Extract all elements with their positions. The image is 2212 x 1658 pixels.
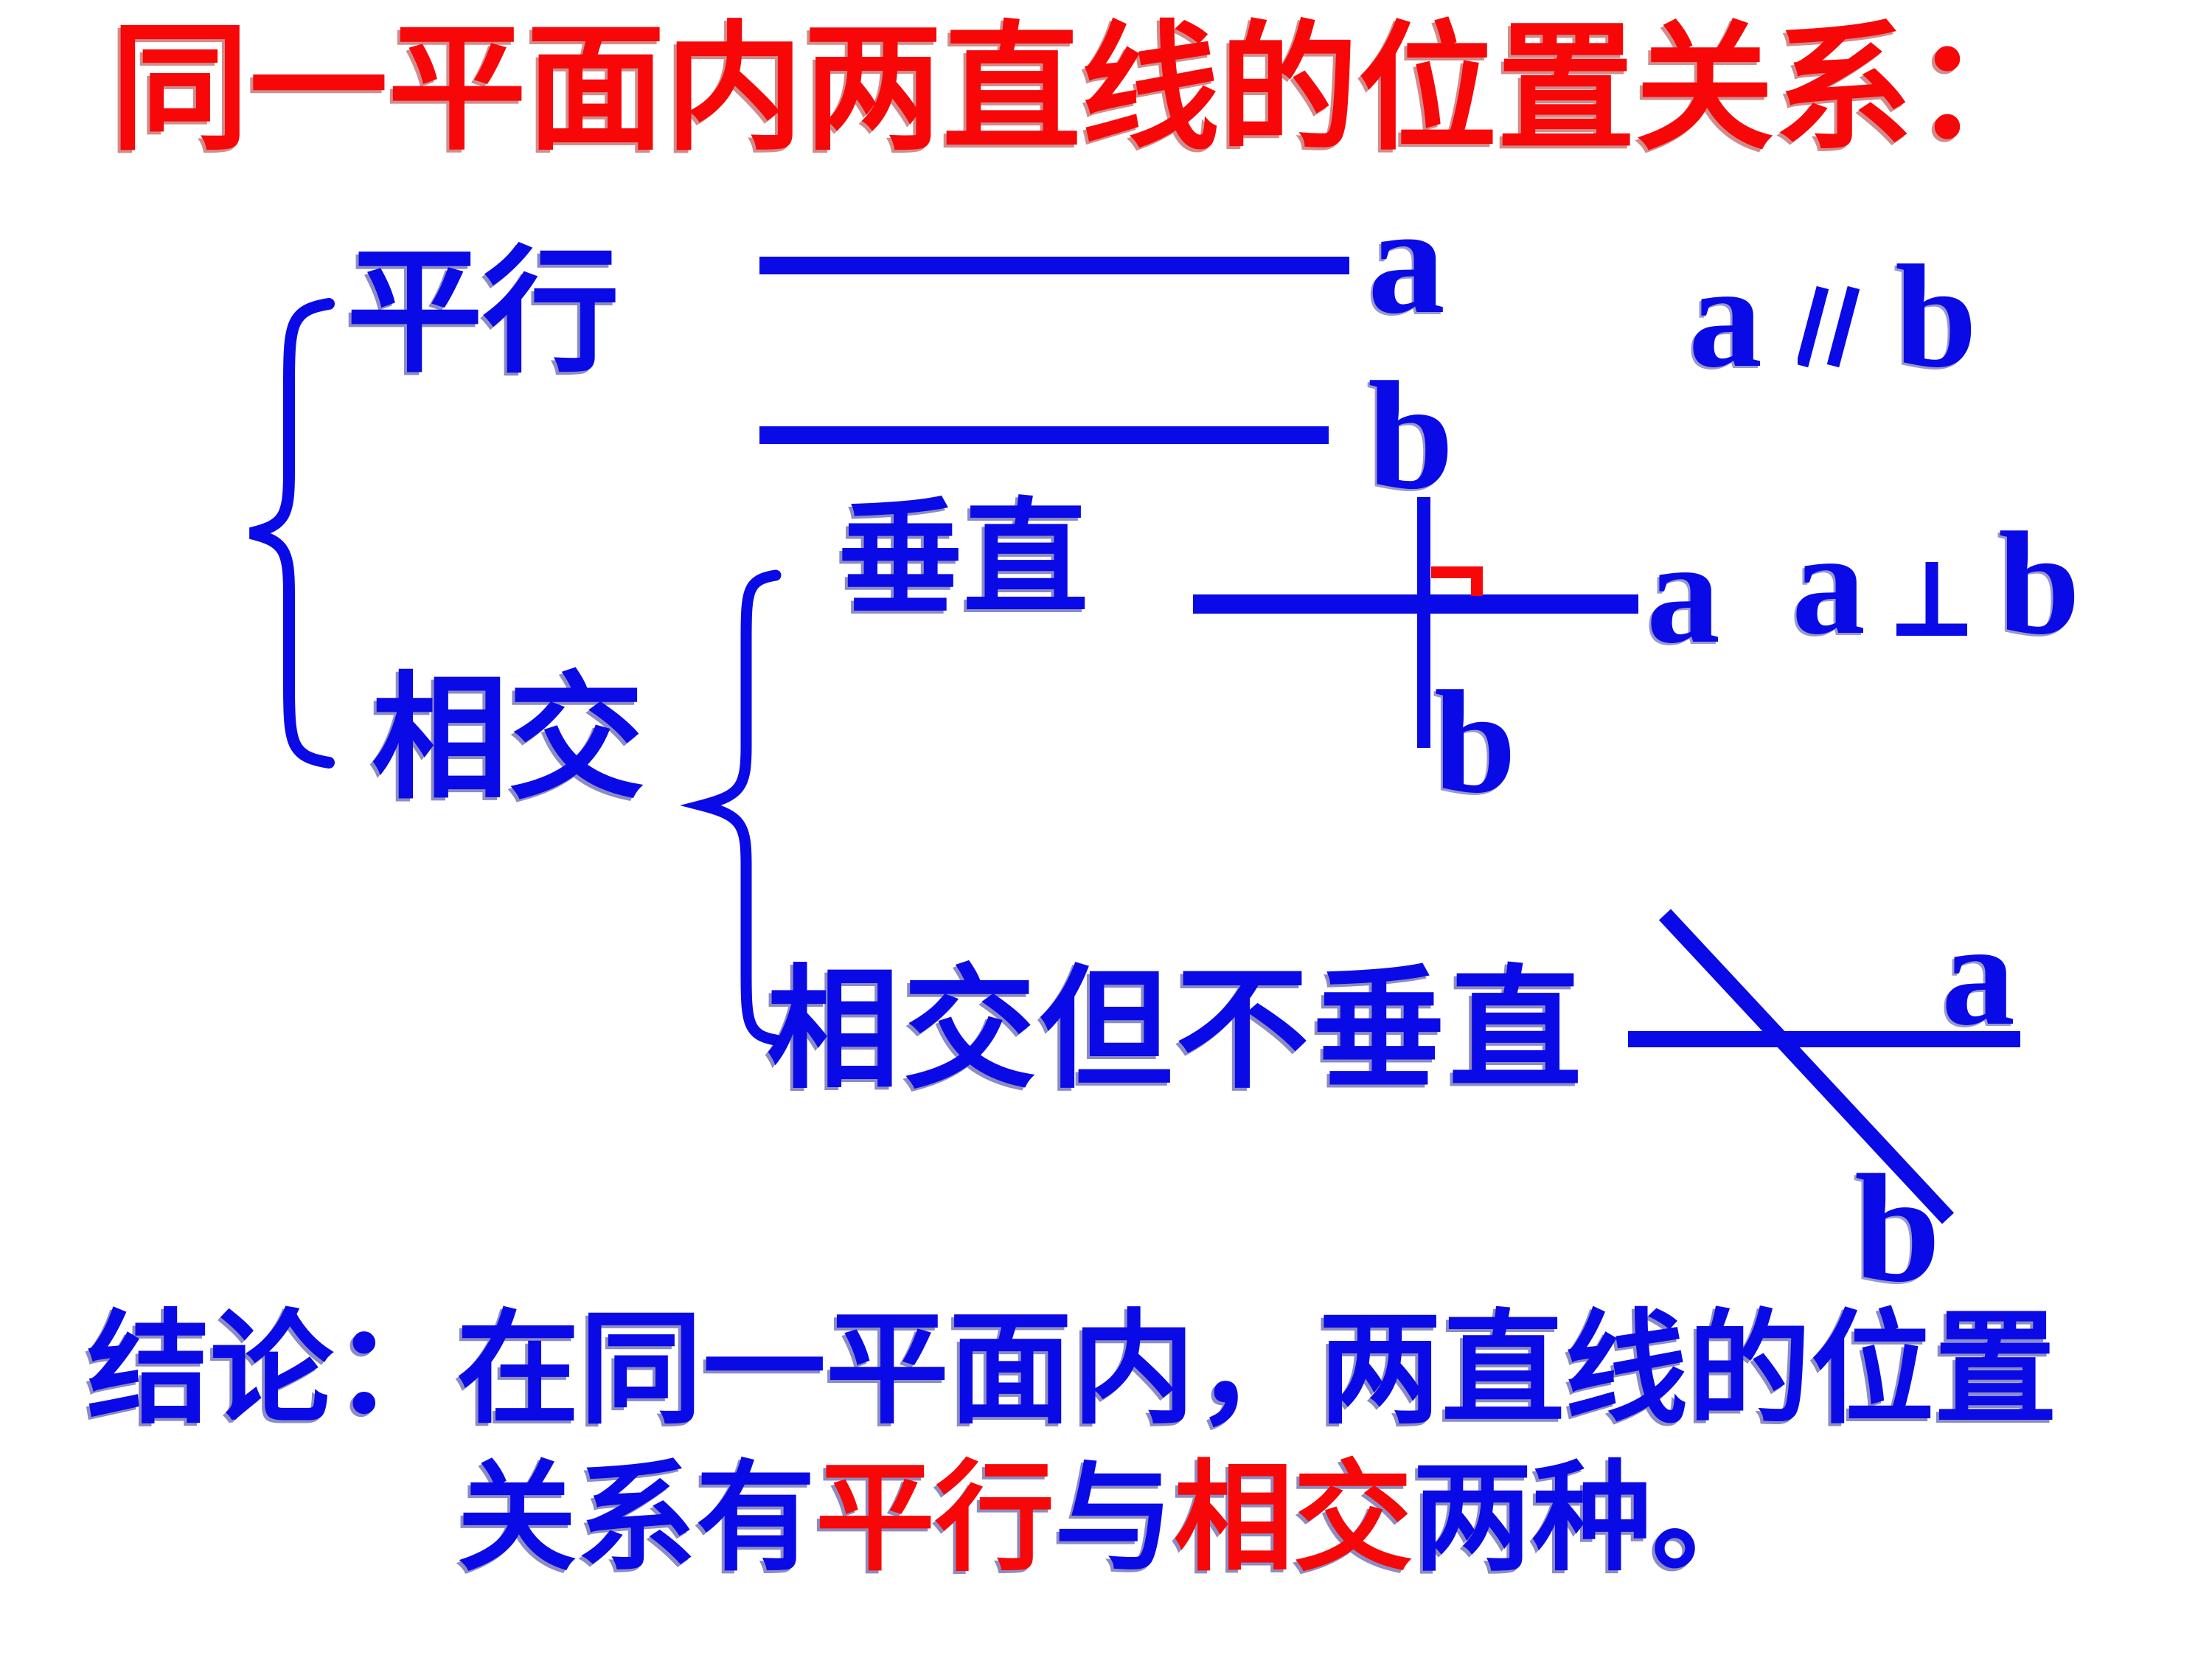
conclusion-line-1: 结论：在同一平面内，两直线的位置: [87, 1303, 2058, 1439]
page-title: 同一平面内两直线的位置关系：: [111, 13, 2051, 167]
parallel-formula: a b: [1688, 243, 1977, 391]
parallel-line-b-label: b: [1368, 350, 1454, 521]
perpendicular-formula: a b: [1792, 510, 2080, 658]
parallel-formula-b: b: [1895, 235, 1978, 398]
parallel-line-a-icon: [759, 257, 1349, 274]
parallel-line-b-icon: [759, 426, 1329, 444]
branch-label-parallel: 平行: [347, 238, 619, 389]
conclusion-line2-part2: 与: [1054, 1454, 1174, 1586]
conclusion-line2-intersect: 相交: [1174, 1454, 1413, 1586]
conclusion-line2-part1: 关系有: [457, 1454, 815, 1586]
inner-brace-icon: [680, 569, 782, 1046]
perpendicular-line-b-label: b: [1434, 661, 1517, 824]
conclusion-line-2: 关系有平行与相交两种。: [457, 1460, 1771, 1580]
oblique-line-a-label: a: [1941, 893, 2015, 1056]
perpendicular-symbol-icon: [1896, 562, 1967, 636]
perpendicular-formula-b: b: [1998, 502, 2081, 665]
oblique-line-b-icon: [1658, 909, 1955, 1224]
perpendicular-line-a-icon: [1193, 594, 1638, 614]
conclusion-line2-parallel: 平行: [815, 1454, 1054, 1586]
conclusion-line2-part3: 两种。: [1413, 1454, 1771, 1586]
oblique-line-a-icon: [1628, 1031, 2020, 1047]
branch-label-intersect: 相交: [372, 665, 644, 816]
parallel-symbol-icon: [1798, 285, 1860, 368]
perpendicular-line-b-icon: [1417, 497, 1430, 748]
right-angle-mark-icon: [1431, 566, 1483, 596]
perpendicular-formula-a: a: [1792, 502, 1865, 665]
branch-label-perpendicular: 垂直: [838, 490, 1089, 629]
perpendicular-line-a-label: a: [1646, 511, 1720, 674]
outer-brace-icon: [249, 298, 335, 769]
parallel-formula-a: a: [1688, 235, 1762, 398]
parallel-line-a-label: a: [1368, 175, 1445, 346]
oblique-line-b-label: b: [1854, 1143, 1941, 1314]
branch-label-oblique: 相交但不垂直: [767, 957, 1586, 1104]
